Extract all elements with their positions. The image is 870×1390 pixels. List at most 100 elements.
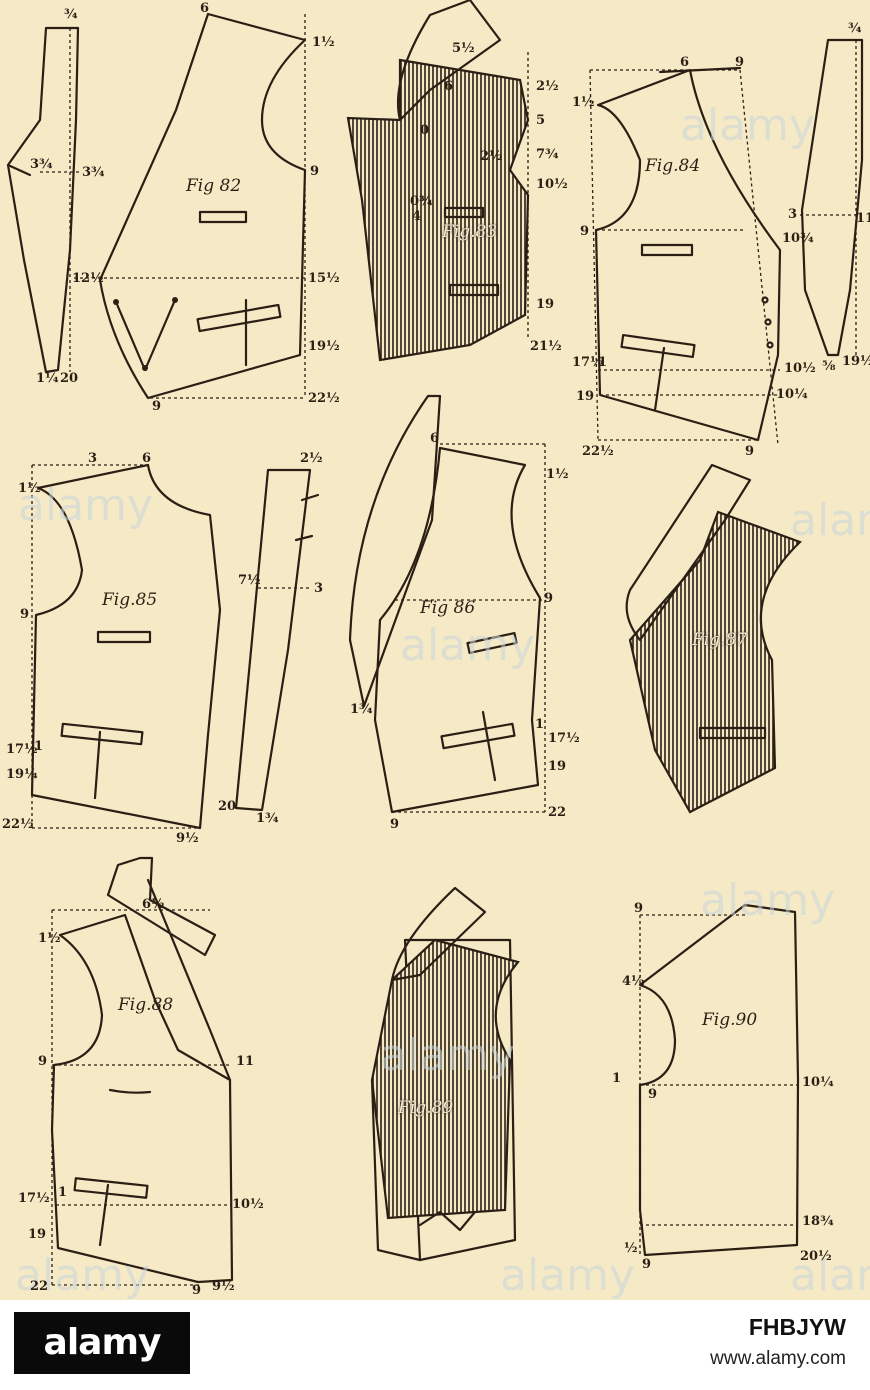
footer-bar: alamy FHBJYW www.alamy.com bbox=[0, 1300, 870, 1390]
measure-label: 0¾ bbox=[410, 194, 433, 209]
measure-label: 18¾ bbox=[802, 1214, 834, 1229]
figure-title-89: Fig.89 bbox=[398, 1098, 454, 1118]
measure-label: 7½ bbox=[238, 573, 261, 588]
measure-label: ½ bbox=[624, 1241, 638, 1256]
measure-label: 11 bbox=[856, 211, 870, 226]
watermark: alamy bbox=[380, 1030, 516, 1081]
measure-label: 9 bbox=[192, 1283, 202, 1298]
measure-label: 17½ bbox=[6, 742, 38, 757]
measure-label: 1½ bbox=[572, 95, 595, 110]
fig85-vest bbox=[30, 463, 222, 830]
measure-label: 9 bbox=[642, 1257, 652, 1272]
measure-label: 2½ bbox=[300, 451, 323, 466]
measure-label: 21½ bbox=[530, 339, 562, 354]
measure-label: 20½ bbox=[800, 1249, 832, 1264]
measure-label: 9½ bbox=[212, 1279, 235, 1294]
fig86-vest bbox=[348, 394, 442, 708]
measure-label: 1 bbox=[535, 717, 545, 732]
measure-label: 17½ bbox=[572, 355, 604, 370]
alamy-logo[interactable]: alamy bbox=[14, 1312, 190, 1374]
fig85-strip bbox=[234, 468, 312, 812]
measure-label: 3 bbox=[88, 451, 98, 466]
figure-title-87: Fig.87 bbox=[692, 630, 748, 650]
measure-label: 9 bbox=[544, 591, 554, 606]
watermark: alamy bbox=[400, 620, 536, 671]
figure-title-82: Fig 82 bbox=[186, 176, 242, 196]
fig83-vest bbox=[346, 58, 530, 362]
measure-label: 12½ bbox=[72, 271, 104, 286]
measure-label: 1½ bbox=[312, 35, 335, 50]
measure-label: 1¾ bbox=[350, 702, 373, 717]
measure-label: 22½ bbox=[582, 444, 614, 459]
image-id: FHBJYW bbox=[748, 1314, 846, 1340]
pattern-drawings bbox=[6, 0, 864, 1286]
measure-label: 19 bbox=[28, 1227, 47, 1242]
measure-label: 1 bbox=[34, 739, 44, 754]
measure-label: 9 bbox=[20, 607, 30, 622]
watermark: alamy bbox=[15, 1250, 151, 1300]
measure-label: 9 bbox=[310, 164, 320, 179]
measure-label: 10½ bbox=[536, 177, 568, 192]
measure-label: 22½ bbox=[2, 817, 34, 832]
watermark: alamy bbox=[790, 495, 870, 546]
site-url[interactable]: www.alamy.com bbox=[710, 1348, 846, 1369]
measure-label: 6 bbox=[430, 431, 440, 446]
measure-label: 19 bbox=[576, 389, 595, 404]
measure-label: 22 bbox=[30, 1279, 49, 1294]
measure-label: 1 bbox=[58, 1185, 68, 1200]
measure-label: 3¾ bbox=[30, 157, 53, 172]
measure-label: 9 bbox=[745, 444, 755, 459]
measure-label: 10½ bbox=[232, 1197, 264, 1212]
measure-label: 6 bbox=[142, 451, 152, 466]
measure-label: 4½ bbox=[622, 974, 645, 989]
measure-label: 5 bbox=[536, 113, 546, 128]
measure-label: 6½ bbox=[142, 897, 165, 912]
measure-label: 9 bbox=[648, 1087, 658, 1102]
measure-label: 10¼ bbox=[802, 1075, 834, 1090]
figure-title-83: Fig.83 bbox=[442, 222, 498, 242]
measure-label: 19¼ bbox=[6, 767, 38, 782]
measure-label: 20 bbox=[218, 799, 237, 814]
measure-label: 3¾ bbox=[82, 165, 105, 180]
measure-label: 9 bbox=[634, 901, 644, 916]
measure-label: ¾ bbox=[848, 21, 862, 36]
measure-label: 1½ bbox=[546, 467, 569, 482]
fig82-back bbox=[98, 12, 307, 400]
measure-label: 3 bbox=[788, 207, 798, 222]
measure-label: 4 bbox=[412, 209, 422, 224]
measure-label: 9 bbox=[390, 817, 400, 832]
measure-label: 22 bbox=[548, 805, 567, 820]
measure-label: 11 bbox=[236, 1054, 255, 1069]
measure-label: 6 bbox=[444, 79, 454, 94]
measure-label: 9½ bbox=[176, 831, 199, 846]
measure-label: 7¾ bbox=[536, 147, 559, 162]
measure-label: 9 bbox=[152, 399, 162, 414]
measure-label: 10¼ bbox=[776, 387, 808, 402]
measure-label: 9 bbox=[735, 55, 745, 70]
measure-label: 1½ bbox=[38, 931, 61, 946]
measure-label: 1½ bbox=[18, 481, 41, 496]
measure-label: 10¾ bbox=[782, 231, 814, 246]
measure-label: 19½ bbox=[842, 354, 870, 369]
measure-label: 1 bbox=[598, 355, 608, 370]
measure-label: 6 bbox=[200, 1, 210, 16]
measure-label: 19 bbox=[536, 297, 555, 312]
measure-label: 22½ bbox=[308, 391, 340, 406]
watermark: alamy bbox=[18, 480, 154, 531]
measure-label: 1¾ bbox=[256, 811, 279, 826]
figure-title-85: Fig.85 bbox=[102, 590, 158, 610]
measure-label: 15½ bbox=[308, 271, 340, 286]
measure-label: 20 bbox=[60, 371, 79, 386]
fig87-vest bbox=[628, 510, 803, 814]
measure-label: 9 bbox=[38, 1054, 48, 1069]
measure-label: 6 bbox=[680, 55, 690, 70]
watermark: alamy bbox=[500, 1250, 636, 1300]
measure-label: 1¼ bbox=[36, 371, 59, 386]
fig84-strip bbox=[800, 38, 864, 357]
figure-title-84: Fig.84 bbox=[645, 156, 701, 176]
measure-label: 17½ bbox=[18, 1191, 50, 1206]
figure-title-86: Fig 86 bbox=[420, 598, 476, 618]
fig89-vest bbox=[370, 938, 520, 1220]
fig88-vest bbox=[50, 913, 234, 1284]
watermark: alamy bbox=[680, 100, 816, 151]
